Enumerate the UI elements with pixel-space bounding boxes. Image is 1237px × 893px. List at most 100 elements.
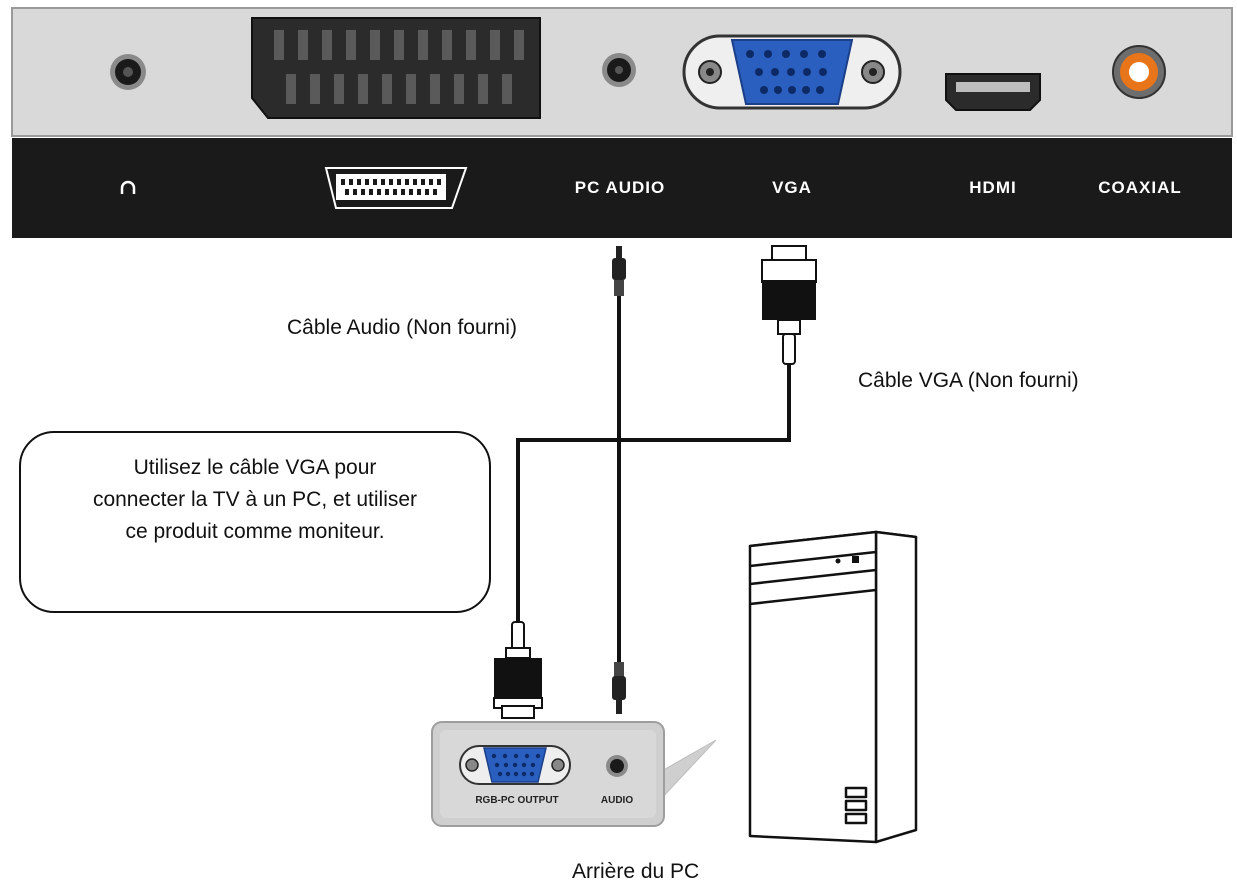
connector-pin xyxy=(521,771,527,777)
connector-pin xyxy=(430,74,440,104)
vga-label: VGA xyxy=(772,178,812,197)
connector-pin xyxy=(760,86,768,94)
audio-cable-caption: Câble Audio (Non fourni) xyxy=(287,316,517,339)
connector-pin xyxy=(819,68,827,76)
connector-pin xyxy=(421,179,425,185)
callout-line-1: Utilisez le câble VGA pour xyxy=(133,456,377,479)
connector-pin xyxy=(406,74,416,104)
connector-pin xyxy=(370,30,380,60)
connector-pin xyxy=(298,30,308,60)
vga-cable-caption: Câble VGA (Non fourni) xyxy=(858,369,1079,392)
connector-pin xyxy=(774,86,782,94)
callout-line-3: ce produit comme moniteur. xyxy=(125,520,385,543)
connector-pin xyxy=(341,179,345,185)
connector-pin xyxy=(346,30,356,60)
connector-pin xyxy=(286,74,296,104)
connector-pin xyxy=(530,762,536,768)
connector-pin xyxy=(397,179,401,185)
connector-pin xyxy=(417,189,421,195)
pc-back-panel: RGB-PC OUTPUT AUDIO xyxy=(431,721,717,827)
connector-pin xyxy=(345,189,349,195)
connector-pin xyxy=(385,189,389,195)
connector-pin xyxy=(377,189,381,195)
connector-pin xyxy=(512,762,518,768)
connector-pin xyxy=(405,179,409,185)
connector-pin xyxy=(502,753,508,759)
connector-pin xyxy=(418,30,428,60)
callout-line-2: connecter la TV à un PC, et utiliser xyxy=(92,488,418,511)
pc-back-caption: Arrière du PC xyxy=(572,860,700,883)
headphone-icon xyxy=(120,180,136,194)
connector-pin xyxy=(764,50,772,58)
connector-pin xyxy=(393,189,397,195)
connector-pin xyxy=(381,179,385,185)
connector-pin xyxy=(746,50,754,58)
pc-audio-label: PC AUDIO xyxy=(575,178,666,197)
tv-rear-panel: PC AUDIO VGA HDMI COAXIAL xyxy=(11,7,1233,238)
audio-output-label: AUDIO xyxy=(601,795,633,806)
connector-pin xyxy=(529,771,535,777)
connector-pin xyxy=(349,179,353,185)
headphone-jack xyxy=(110,54,146,90)
connector-pin xyxy=(433,189,437,195)
connector-pin xyxy=(382,74,392,104)
connector-pin xyxy=(358,74,368,104)
hdmi-port xyxy=(945,73,1041,111)
connector-pin xyxy=(365,179,369,185)
callout-box xyxy=(19,431,491,613)
connector-pin xyxy=(494,762,500,768)
rgb-pc-output-port xyxy=(459,745,571,785)
scart-port xyxy=(251,17,541,119)
connector-pin xyxy=(322,30,332,60)
connector-pin xyxy=(816,86,824,94)
connector-pin xyxy=(497,771,503,777)
connector-pin xyxy=(490,30,500,60)
connector-pin xyxy=(788,86,796,94)
pc-tower xyxy=(748,530,918,844)
tv-label-bar xyxy=(12,138,1232,238)
connector-pin xyxy=(503,762,509,768)
connector-pin xyxy=(771,68,779,76)
connector-pin xyxy=(394,30,404,60)
connector-pin xyxy=(334,74,344,104)
hdmi-label: HDMI xyxy=(969,178,1016,197)
coaxial-label: COAXIAL xyxy=(1098,178,1182,197)
connector-pin xyxy=(514,30,524,60)
connector-pin xyxy=(513,771,519,777)
connector-pin xyxy=(535,753,541,759)
connector-pin xyxy=(361,189,365,195)
connector-pin xyxy=(357,179,361,185)
connector-pin xyxy=(782,50,790,58)
connector-pin xyxy=(373,179,377,185)
connector-pin xyxy=(524,753,530,759)
scart-symbol-icon xyxy=(324,167,468,209)
connector-pin xyxy=(755,68,763,76)
connector-pin xyxy=(491,753,497,759)
connector-pin xyxy=(425,189,429,195)
connector-pin xyxy=(802,86,810,94)
connector-pin xyxy=(401,189,405,195)
vga-port xyxy=(682,34,902,110)
connector-pin xyxy=(389,179,393,185)
connector-pin xyxy=(818,50,826,58)
connector-pin xyxy=(437,179,441,185)
connector-pin xyxy=(513,753,519,759)
connector-pin xyxy=(478,74,488,104)
connector-pin xyxy=(310,74,320,104)
connector-pin xyxy=(442,30,452,60)
vga-cable xyxy=(493,245,817,719)
connector-pin xyxy=(521,762,527,768)
audio-cable xyxy=(612,246,626,714)
connector-pin xyxy=(409,189,413,195)
connector-pin xyxy=(466,30,476,60)
connector-pin xyxy=(274,30,284,60)
connector-pin xyxy=(505,771,511,777)
pc-audio-output-jack xyxy=(606,755,628,777)
connector-pin xyxy=(803,68,811,76)
connector-pin xyxy=(413,179,417,185)
connector-pin xyxy=(502,74,512,104)
callout-text: Utilisez le câble VGA pour connecter la … xyxy=(32,452,478,548)
connector-pin xyxy=(353,189,357,195)
connector-pin xyxy=(787,68,795,76)
